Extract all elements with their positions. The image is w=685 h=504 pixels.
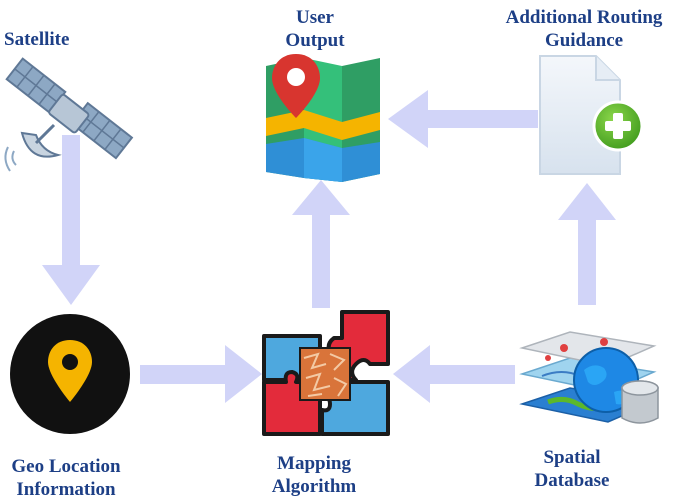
user-output-line2: Output [285,30,345,51]
satellite-label: Satellite [4,28,69,51]
globe-database-layers-icon [518,318,668,436]
arrow-geo-to-mapping [140,345,262,403]
arrow-mapping-to-output [292,180,350,308]
folded-map-with-pin-icon [262,52,384,182]
mapping-line2: Algorithm [271,476,357,497]
arrow-spatial-to-routing [558,183,616,305]
satellite-icon [0,55,135,175]
geo-label: Geo Location Information [0,455,132,501]
document-plus-icon [534,50,646,180]
spatial-label: Spatial Database [530,446,614,492]
user-output-line1: User [296,7,334,28]
spatial-line2: Database [534,470,610,491]
puzzle-pieces-icon [260,308,394,440]
geo-line2: Information [16,479,116,500]
geo-line1: Geo Location [11,456,121,477]
routing-line1: Additional Routing [505,7,663,28]
satellite-label-text: Satellite [4,29,70,50]
spatial-line1: Spatial [543,447,601,468]
routing-line2: Guidance [544,30,624,51]
mapping-label: Mapping Algorithm [262,452,366,498]
arrow-satellite-to-geo [42,135,100,305]
mapping-line1: Mapping [277,453,351,474]
location-pin-circle-icon [8,312,132,436]
arrow-spatial-to-mapping [393,345,515,403]
routing-label: Additional Routing Guidance [486,6,682,52]
user-output-label: User Output [270,6,360,52]
arrow-routing-to-output [388,90,538,148]
